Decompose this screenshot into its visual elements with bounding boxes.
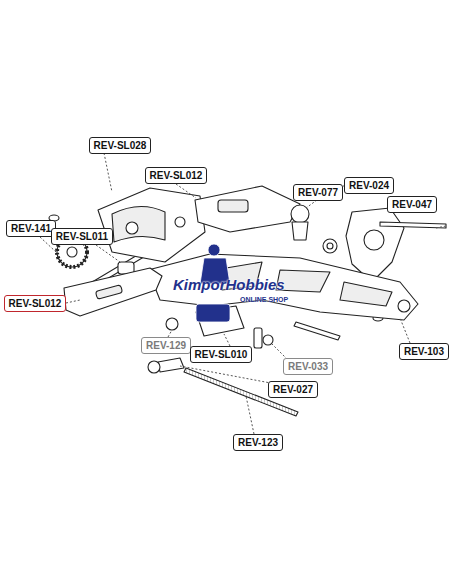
part-number: REV-103 bbox=[404, 345, 444, 358]
callout-box: REV-123 bbox=[233, 434, 283, 451]
part-number: REV-SL012 bbox=[9, 297, 62, 310]
part-number: REV-033 bbox=[288, 360, 328, 373]
part-number: REV-SL028 bbox=[94, 139, 147, 152]
callout-box: REV-047 bbox=[387, 196, 437, 213]
part-number: REV-SL010 bbox=[195, 348, 248, 361]
bulkhead bbox=[98, 188, 205, 262]
part-number: REV-077 bbox=[298, 186, 338, 199]
leader-lines bbox=[40, 153, 446, 434]
part-number: REV-129 bbox=[146, 339, 186, 352]
callout-box: REV-SL010 bbox=[190, 346, 253, 363]
part-number: REV-027 bbox=[273, 383, 313, 396]
arm-mount-top bbox=[195, 186, 300, 232]
part-number: REV-141 bbox=[11, 222, 51, 235]
callout-box: REV-103 bbox=[399, 343, 449, 360]
callout-box: REV-SL011 bbox=[51, 228, 113, 245]
callout-box: REV-141 bbox=[6, 220, 56, 237]
part-number: REV-024 bbox=[349, 179, 389, 192]
arm-mount-lower bbox=[64, 268, 162, 316]
lower-arm bbox=[148, 254, 418, 320]
watermark-text: ONLINE SHOP bbox=[240, 296, 288, 303]
callout-box: REV-033 bbox=[283, 358, 333, 375]
part-number: REV-047 bbox=[392, 198, 432, 211]
callout-box: REV-077 bbox=[293, 184, 343, 201]
part-number: REV-123 bbox=[238, 436, 278, 449]
callout-box: REV-SL012 bbox=[145, 167, 208, 184]
callout-box: REV-SL028 bbox=[89, 137, 152, 154]
callout-box: REV-129 bbox=[141, 337, 191, 354]
watermark-text: KimporHobbies bbox=[173, 276, 285, 293]
part-number: REV-SL012 bbox=[150, 169, 203, 182]
callout-box: REV-SL012 bbox=[4, 295, 67, 312]
callout-box: REV-027 bbox=[268, 381, 318, 398]
part-number: REV-SL011 bbox=[56, 230, 108, 243]
callout-box: REV-024 bbox=[344, 177, 394, 194]
